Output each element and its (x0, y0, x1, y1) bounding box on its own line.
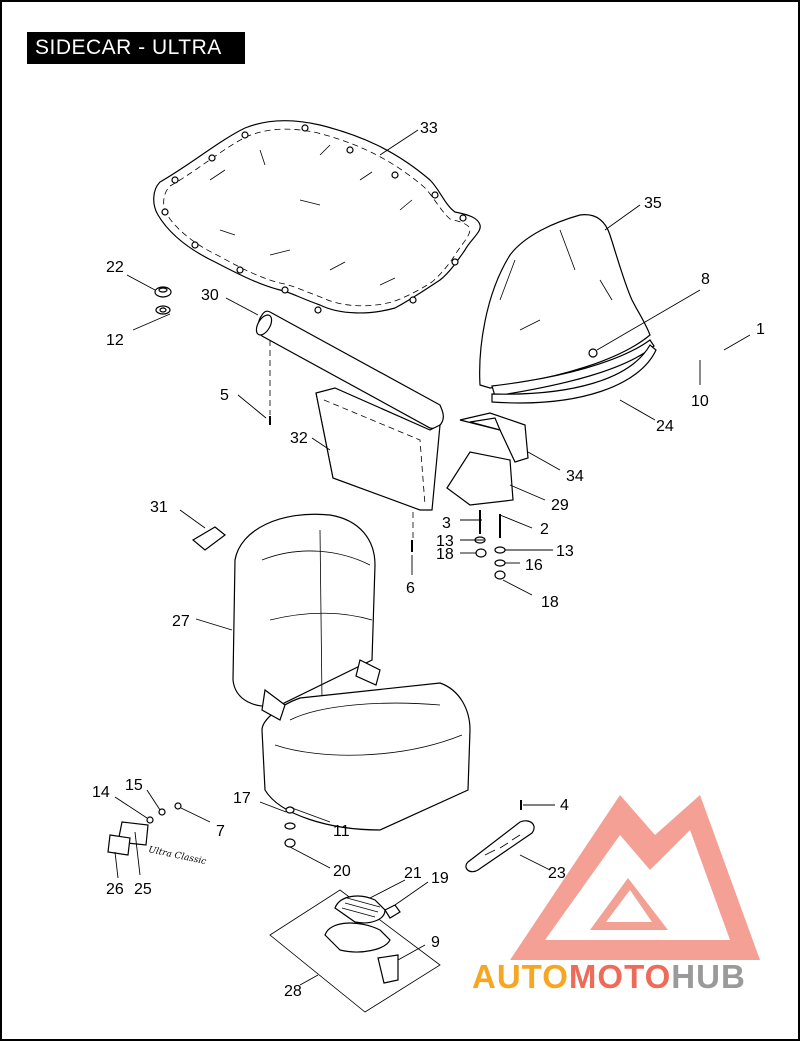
callout-15: 15 (125, 777, 143, 794)
watermark-text: AUTOMOTOHUB (472, 958, 746, 995)
callout-3: 3 (442, 515, 451, 532)
callout-35: 35 (644, 195, 662, 212)
windshield (479, 214, 655, 397)
callout-17: 17 (233, 790, 251, 807)
callout-24: 24 (656, 418, 674, 435)
watermark-text-hub: HUB (671, 958, 746, 995)
callout-31: 31 (150, 499, 168, 516)
grommet (154, 286, 172, 315)
callout-18-a: 18 (436, 546, 454, 563)
emblem-script: Ultra Classic (147, 845, 207, 867)
callout-4: 4 (560, 797, 569, 814)
callout-13-a: 13 (436, 533, 454, 550)
emblem: Ultra Classic (107, 821, 207, 867)
callout-7: 7 (216, 823, 225, 840)
watermark-text-moto: MOTO (569, 958, 671, 995)
callout-28: 28 (284, 983, 302, 1000)
tonneau-cover (153, 120, 481, 314)
callout-14: 14 (92, 784, 110, 801)
callout-1: 1 (756, 321, 765, 338)
callout-20: 20 (333, 863, 351, 880)
callout-27: 27 (172, 613, 190, 630)
seat (232, 513, 471, 831)
footrest-pad-23 (465, 820, 535, 873)
callout-29: 29 (551, 497, 569, 514)
callout-12: 12 (106, 332, 124, 349)
page-title: SIDECAR - ULTRA (27, 32, 245, 64)
callout-33: 33 (420, 120, 438, 137)
emblem-fasteners (146, 802, 182, 824)
callout-34: 34 (566, 468, 584, 485)
callout-26: 26 (106, 881, 124, 898)
callout-19: 19 (431, 870, 449, 887)
storage-bag (315, 387, 441, 511)
leader-lines (114, 129, 751, 986)
callout-23: 23 (548, 865, 566, 882)
callout-2: 2 (540, 521, 549, 538)
callout-25: 25 (134, 881, 152, 898)
callout-32: 32 (290, 430, 308, 447)
callout-5: 5 (220, 387, 229, 404)
callout-8: 8 (701, 271, 710, 288)
windshield-trim (491, 344, 657, 404)
callout-6: 6 (406, 580, 415, 597)
bracket-29 (446, 451, 514, 506)
callouts: 1 2 3 4 5 6 7 8 9 10 11 12 13 13 14 15 1… (92, 120, 765, 1000)
callout-30: 30 (201, 287, 219, 304)
callout-9: 9 (431, 934, 440, 951)
callout-13-b: 13 (556, 543, 574, 560)
callout-11: 11 (333, 823, 350, 840)
plate-31 (191, 526, 226, 551)
svg-text:AUTOMOTOHUB: AUTOMOTOHUB (472, 958, 746, 995)
footboard-kit-28 (269, 889, 441, 1013)
callout-10: 10 (691, 393, 709, 410)
callout-16: 16 (525, 557, 543, 574)
callout-18-b: 18 (541, 594, 559, 611)
bolster-roll (255, 310, 444, 429)
callout-21: 21 (404, 865, 422, 882)
callout-22: 22 (106, 259, 124, 276)
watermark-logo (510, 795, 760, 960)
seat-hardware (284, 806, 296, 848)
watermark-text-auto: AUTO (472, 958, 569, 995)
bracket-34 (459, 412, 529, 463)
